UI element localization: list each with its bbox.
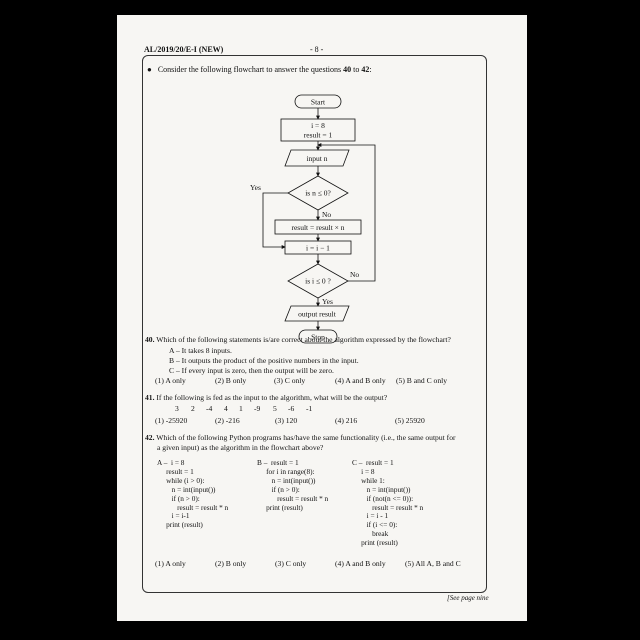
q41-number: 41.	[145, 393, 155, 402]
q40-option-2: (2) B only	[215, 376, 247, 385]
output-label: output result	[298, 310, 337, 319]
q42-option-2: (2) B only	[215, 559, 247, 568]
yes-path	[262, 192, 288, 249]
q41-input-1: 3	[175, 404, 179, 413]
paper-code: AL/2019/20/E-I (NEW)	[144, 45, 224, 54]
no-label-1: No	[322, 210, 331, 219]
q41-input-7: 5	[273, 404, 277, 413]
decision-i-label: is i ≤ 0 ?	[305, 277, 331, 286]
q41-option-3: (3) 120	[275, 416, 298, 425]
program-c: C – result = 1 i = 8 while 1: n = int(in…	[352, 458, 424, 548]
intro-to: 42	[361, 65, 370, 74]
q40-option-3: (3) C only	[274, 376, 306, 385]
start-label: Start	[311, 98, 326, 107]
decrement-label: i = i − 1	[306, 244, 330, 253]
yes-label-1: Yes	[250, 183, 261, 192]
q41-input-5: 1	[239, 404, 243, 413]
page-header: AL/2019/20/E-I (NEW) - 8 -	[144, 45, 489, 57]
program-b: B – result = 1 for i in range(8): n = in…	[257, 458, 329, 512]
q42-text-1: Which of the following Python programs h…	[156, 433, 456, 442]
q40-option-4: (4) A and B only	[335, 376, 386, 385]
q41-option-5: (5) 25920	[395, 416, 425, 425]
q40-option-5: (5) B and C only	[396, 376, 448, 385]
question-box	[142, 55, 487, 593]
q40-statement-a: A – It takes 8 inputs.	[169, 346, 232, 355]
q41-input-2: 2	[191, 404, 195, 413]
q41-input-3: -4	[206, 404, 213, 413]
program-a: A – i = 8 result = 1 while (i > 0): n = …	[157, 458, 229, 530]
q42-option-3: (3) C only	[275, 559, 307, 568]
q41-input-4: 4	[224, 404, 228, 413]
q40-statement-b: B – It outputs the product of the positi…	[169, 356, 359, 365]
q41-input-8: -6	[288, 404, 295, 413]
intro-suffix: :	[369, 65, 372, 74]
bullet-icon: ●	[147, 65, 152, 74]
q40-statement-c: C – If every input is zero, then the out…	[169, 366, 334, 375]
init-label-1: i = 8	[311, 121, 325, 130]
q40-option-1: (1) A only	[155, 376, 186, 385]
q41-option-1: (1) -25920	[155, 416, 188, 425]
q41-input-6: -9	[254, 404, 261, 413]
exam-page: AL/2019/20/E-I (NEW) - 8 - ● Consider the…	[117, 15, 527, 621]
intro-prefix: Consider the following flowchart to answ…	[157, 65, 344, 74]
stop-label: Stop	[311, 333, 325, 342]
page-number: - 8 -	[310, 45, 324, 54]
q40-number: 40.	[145, 335, 155, 344]
input-label: input n	[306, 154, 327, 163]
q41-stem: 41. If the following is fed as the input…	[145, 393, 387, 403]
q42-option-4: (4) A and B only	[335, 559, 386, 568]
q42-option-1: (1) A only	[155, 559, 186, 568]
no-label-2: No	[350, 270, 359, 279]
output-box	[284, 305, 350, 322]
yes-label-2: Yes	[322, 297, 333, 306]
decision-n-label: is n ≤ 0?	[305, 189, 331, 198]
q40-stem: 40. Which of the following statements is…	[145, 335, 451, 345]
init-label-2: result = 1	[304, 131, 333, 140]
multiply-label: result = result × n	[291, 223, 344, 232]
q40-text: Which of the following statements is/are…	[156, 335, 451, 344]
stop-terminal	[298, 329, 338, 344]
q42-number: 42.	[145, 433, 155, 442]
intro-mid: to	[351, 65, 362, 74]
loop-path	[317, 143, 376, 282]
input-box	[284, 149, 350, 167]
q41-text: If the following is fed as the input to …	[156, 393, 388, 402]
q42-text-2: a given input) as the algorithm in the f…	[157, 443, 324, 452]
flowchart: Start i = 8 result = 1 input n is n ≤ 0?…	[250, 94, 376, 344]
page-footer: [See page nine	[447, 594, 489, 602]
q41-option-2: (2) -216	[215, 416, 240, 425]
section-intro: ● Consider the following flowchart to ans…	[147, 65, 372, 74]
q41-input-9: -1	[306, 404, 313, 413]
q42-option-5: (5) All A, B and C	[405, 559, 461, 568]
intro-from: 40	[343, 65, 352, 74]
q42-stem: 42. Which of the following Python progra…	[145, 433, 456, 443]
q41-option-4: (4) 216	[335, 416, 358, 425]
